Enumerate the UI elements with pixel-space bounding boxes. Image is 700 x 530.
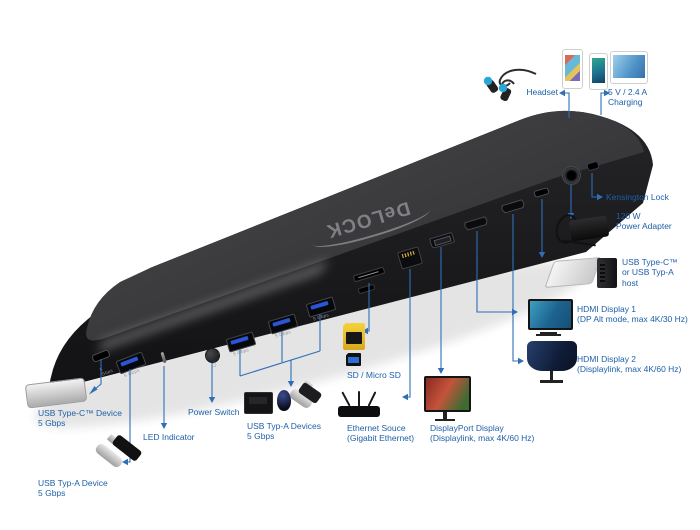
headset-image <box>483 68 537 102</box>
label-line: (Gigabit Ethernet) <box>347 433 415 444</box>
displayport-display-image <box>424 376 471 421</box>
curved-screen <box>527 341 577 371</box>
dp-monitor-stand <box>443 412 447 419</box>
phone-screen <box>592 58 605 83</box>
adapter-brick <box>568 215 610 242</box>
label-line: 5 Gbps <box>38 418 66 429</box>
label-line: Ethernet Souce <box>347 423 406 433</box>
callout-usb-a-devices: USB Typ-A Devices 5 Gbps <box>247 421 321 442</box>
usb-tongue <box>310 300 329 310</box>
smartphone-image-2 <box>589 53 608 90</box>
hdmi-display2-image <box>527 341 579 385</box>
phone-screen <box>565 55 580 81</box>
callout-displayport-display: DisplayPort Display (Displaylink, max 4K… <box>430 423 534 444</box>
callout-sd: SD / Micro SD <box>347 370 401 380</box>
monitor-base <box>540 380 563 383</box>
callout-hdmi-display-1: HDMI Display 1 (DP Alt mode, max 4K/30 H… <box>577 304 688 325</box>
label-line: DisplayPort Display <box>430 423 504 433</box>
router-body <box>338 406 380 417</box>
label-line: HDMI Display 1 <box>577 304 637 314</box>
usb-tongue <box>230 335 249 345</box>
router-antenna <box>367 391 377 407</box>
dock-edge-glare <box>97 259 330 353</box>
dock-top-face <box>86 110 645 341</box>
label-line: host <box>622 277 639 288</box>
label-line: 120 W <box>616 211 641 221</box>
cluster-ssd-image <box>244 392 273 414</box>
monitor-stand <box>550 371 553 380</box>
earbud-right-tip <box>498 83 508 93</box>
label-line: SD / Micro SD <box>347 370 401 380</box>
usb-tongue <box>120 356 139 367</box>
tower-vents <box>600 262 605 284</box>
label-line: USB Typ-A Devices <box>247 421 322 431</box>
label-line: LED Indicator <box>143 432 195 442</box>
micro-sd-image <box>346 353 361 366</box>
label-line: 5 Gbps <box>247 431 275 442</box>
callout-host: USB Type-C™ or USB Typ-A host <box>622 257 678 288</box>
hdmi-display1-image <box>528 299 573 336</box>
label-line: (DP Alt mode, max 4K/30 Hz) <box>577 314 688 325</box>
callout-power-switch: Power Switch <box>188 407 240 417</box>
micro-sd-label <box>348 357 359 363</box>
label-line: USB Typ-A Device <box>38 478 108 488</box>
label-line: 5 V / 2.4 A <box>608 87 648 97</box>
label-line: or USB Typ-A <box>622 267 674 278</box>
tablet-screen <box>613 55 645 78</box>
callout-ethernet: Ethernet Souce (Gigabit Ethernet) <box>347 423 414 444</box>
earbud-left-tip <box>483 76 493 86</box>
router-image <box>337 384 382 417</box>
label-line: Headset <box>526 87 558 97</box>
cluster-flashdrive-image <box>288 380 323 413</box>
rj45-pins <box>401 250 417 259</box>
callout-headset: Headset <box>500 87 558 97</box>
callout-hdmi-display-2: HDMI Display 2 (Displaylink, max 4K/60 H… <box>577 354 681 375</box>
smartphone-image-1 <box>562 49 583 89</box>
usb-tongue <box>272 317 291 327</box>
tablet-image <box>610 51 648 84</box>
callout-power-adapter: 120 W Power Adapter <box>616 211 672 232</box>
label-line: (Displaylink, max 4K/60 Hz) <box>577 364 682 375</box>
callout-usb-c-device: USB Type-C™ Device 5 Gbps <box>38 408 122 429</box>
callout-led-indicator: LED Indicator <box>143 432 195 442</box>
callout-usb-a-device: USB Typ-A Device 5 Gbps <box>38 478 108 499</box>
sd-card-image <box>343 323 365 350</box>
label-line: (Displaylink, max 4K/60 Hz) <box>430 433 535 444</box>
label-line: Kensington Lock <box>606 192 669 202</box>
dp-screen <box>426 378 469 410</box>
router-antenna <box>341 391 351 407</box>
label-line: USB Type-C™ <box>622 257 678 267</box>
label-line: Charging <box>608 97 643 108</box>
label-line: 5 Gbps <box>38 488 66 499</box>
mouse-image <box>277 390 291 411</box>
tv-base <box>536 334 561 336</box>
ssd-label <box>249 397 267 404</box>
desktop-tower-image <box>597 258 617 288</box>
label-line: USB Type-C™ Device <box>38 408 122 418</box>
tv-stand <box>540 332 557 334</box>
callout-kensington-lock: Kensington Lock <box>606 192 669 202</box>
dp-monitor-base <box>435 418 455 421</box>
sd-label <box>346 332 362 344</box>
power-adapter-image <box>552 206 614 254</box>
label-line: HDMI Display 2 <box>577 354 637 364</box>
tv-screen <box>530 301 571 328</box>
label-line: Power Switch <box>188 407 240 417</box>
callout-charging: 5 V / 2.4 A Charging <box>608 87 647 108</box>
headset-cable <box>498 68 537 87</box>
router-antenna <box>358 391 360 407</box>
label-line: Power Adapter <box>616 221 672 232</box>
